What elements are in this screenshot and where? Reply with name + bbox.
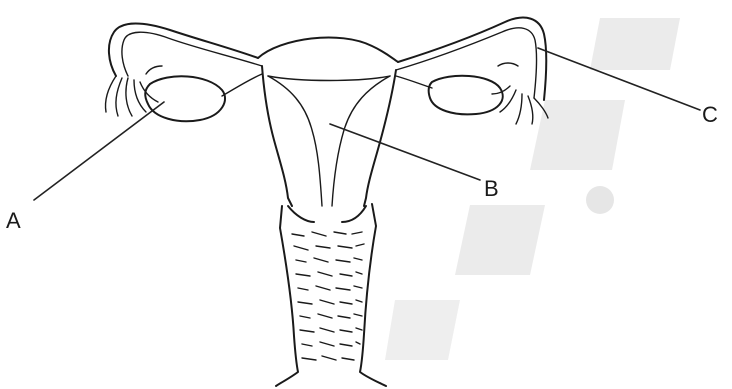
rugae-row-6 xyxy=(298,300,362,304)
uterus-left-wall xyxy=(262,66,292,206)
fimbria-r6 xyxy=(498,63,518,66)
rugae-row-4 xyxy=(296,272,362,276)
watermark-dot xyxy=(586,186,614,214)
vagina-right-wall xyxy=(360,204,386,386)
left-fallopian-tube xyxy=(109,24,258,77)
watermark-block-4 xyxy=(385,300,460,360)
right-fimbriae xyxy=(492,63,548,124)
label-b: B xyxy=(484,176,499,201)
rugae-row-3 xyxy=(296,258,362,262)
left-ovary xyxy=(145,76,225,121)
uterus-fundus xyxy=(258,37,398,62)
vagina-left-wall xyxy=(276,206,298,386)
right-fallopian-tube xyxy=(398,18,546,100)
rugae-row-7 xyxy=(300,314,362,318)
rugae-row-9 xyxy=(302,342,360,346)
right-ovary xyxy=(429,76,503,115)
leader-line-b xyxy=(330,124,480,180)
right-ovarian-ligament xyxy=(396,76,432,88)
leader-line-a xyxy=(34,102,164,200)
uterine-cavity-top xyxy=(268,76,390,81)
rugae-row-5 xyxy=(298,286,362,290)
rugae-row-1 xyxy=(292,232,362,236)
fimbria-r2 xyxy=(528,96,533,124)
rugae-row-2 xyxy=(294,244,364,250)
fimbria-r3 xyxy=(516,94,522,124)
fimbria-l6 xyxy=(146,66,162,74)
watermark xyxy=(385,18,680,360)
rugae-row-8 xyxy=(300,328,362,332)
fimbria-l3 xyxy=(126,78,132,116)
left-ovarian-ligament xyxy=(222,74,262,96)
rugae-row-10 xyxy=(302,356,354,360)
fimbria-l2 xyxy=(116,78,122,116)
fimbria-l4 xyxy=(134,80,146,112)
fimbria-l1 xyxy=(105,76,116,112)
label-c: C xyxy=(702,102,718,127)
label-a: A xyxy=(6,208,21,233)
vaginal-rugae xyxy=(292,232,364,360)
uterine-cavity-left xyxy=(268,76,322,206)
cervix xyxy=(288,206,366,222)
watermark-block-1 xyxy=(590,18,680,70)
watermark-block-3 xyxy=(455,205,545,275)
left-fallopian-tube-inner xyxy=(122,32,262,76)
